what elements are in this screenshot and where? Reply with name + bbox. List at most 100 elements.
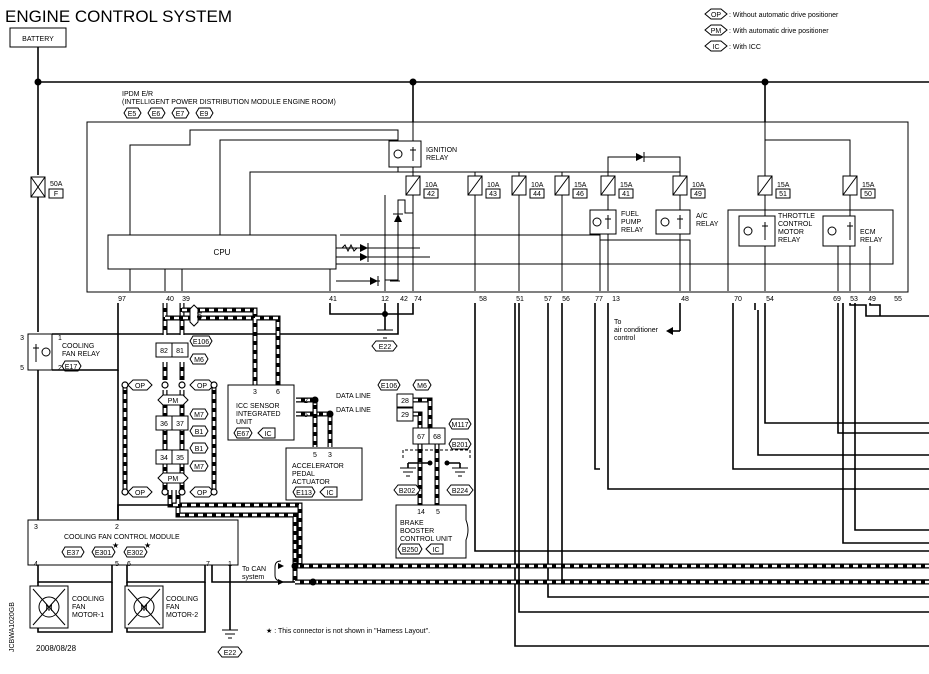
svg-text:COOLING FAN CONTROL MODULE: COOLING FAN CONTROL MODULE — [64, 534, 180, 541]
svg-text:28: 28 — [401, 398, 409, 405]
fuse-50a: 50A F — [30, 176, 64, 199]
svg-text:44: 44 — [533, 191, 541, 198]
svg-text:50: 50 — [864, 191, 872, 198]
svg-text:OP: OP — [197, 490, 207, 497]
svg-text:7: 7 — [206, 561, 210, 568]
splice — [34, 78, 42, 86]
svg-text:1: 1 — [228, 561, 232, 568]
svg-text:IGNITION: IGNITION — [426, 147, 457, 154]
svg-text:CONTROL UNIT: CONTROL UNIT — [400, 536, 453, 543]
diodes — [341, 152, 645, 286]
svg-text:BATTERY: BATTERY — [22, 36, 54, 43]
svg-text:PM: PM — [168, 476, 179, 483]
svg-text:IC: IC — [327, 490, 334, 497]
ground-icon: E22 — [217, 629, 243, 658]
arrow-icon — [278, 579, 284, 585]
svg-text:DATA LINE: DATA LINE — [336, 407, 371, 414]
svg-text:PM: PM — [711, 28, 722, 35]
ipdm-pin-12: 12 — [381, 296, 389, 303]
svg-text:10A: 10A — [692, 182, 705, 189]
svg-text:OP: OP — [135, 383, 145, 390]
svg-text:: With ICC: : With ICC — [729, 44, 761, 51]
side-code: JCBWA1020GB — [9, 602, 16, 652]
svg-text:E37: E37 — [67, 550, 80, 557]
ac-relay: A/C RELAY — [655, 209, 719, 235]
cooling-fan-motor-1: M COOLING FAN MOTOR-1 — [29, 565, 113, 633]
svg-text:6: 6 — [276, 389, 280, 396]
svg-text:5: 5 — [20, 365, 24, 372]
svg-text:COOLING: COOLING — [166, 596, 198, 603]
arrow-icon — [278, 563, 284, 569]
svg-text:35: 35 — [176, 455, 184, 462]
svg-text:MOTOR-1: MOTOR-1 — [72, 612, 104, 619]
battery: BATTERY — [9, 27, 67, 48]
svg-text:OP: OP — [135, 490, 145, 497]
svg-text:46: 46 — [576, 191, 584, 198]
motor-icon: M — [140, 603, 148, 613]
ecm-relay: ECM RELAY — [822, 215, 883, 247]
svg-text:1: 1 — [58, 335, 62, 342]
svg-text:E5: E5 — [128, 111, 137, 118]
svg-text:15A: 15A — [777, 182, 790, 189]
svg-text:10A: 10A — [531, 182, 544, 189]
svg-text:41: 41 — [622, 191, 630, 198]
svg-text:36: 36 — [160, 421, 168, 428]
date: 2008/08/28 — [36, 644, 77, 653]
ipdm-pin-54: 54 — [766, 296, 774, 303]
svg-text:6: 6 — [127, 561, 131, 568]
svg-text:42: 42 — [427, 191, 435, 198]
svg-text:system: system — [242, 574, 264, 581]
svg-text:A/C: A/C — [696, 213, 708, 220]
svg-text:B250: B250 — [402, 547, 418, 554]
svg-text:BOOSTER: BOOSTER — [400, 528, 434, 535]
svg-text:15A: 15A — [862, 182, 875, 189]
icc-sensor-integrated-unit: 3 6 ICC SENSOR INTEGRATED UNIT E67 IC — [227, 384, 295, 441]
svg-text:control: control — [614, 335, 635, 342]
cooling-fan-control-module: 3 2 COOLING FAN CONTROL MODULE ★ ★ E37 E… — [27, 519, 239, 568]
ipdm-pin-57: 57 — [544, 296, 552, 303]
ipdm-pin-70: 70 — [734, 296, 742, 303]
svg-text:10A: 10A — [487, 182, 500, 189]
svg-text:E22: E22 — [379, 344, 392, 351]
svg-text:ICC SENSOR: ICC SENSOR — [236, 403, 280, 410]
svg-text:67: 67 — [417, 434, 425, 441]
ground-icon: E22 — [371, 329, 398, 352]
svg-text:B1: B1 — [195, 429, 204, 436]
cooling-fan-motor-2: M COOLING FAN MOTOR-2 — [124, 565, 206, 633]
svg-text:UNIT: UNIT — [236, 419, 253, 426]
svg-text:RELAY: RELAY — [426, 155, 449, 162]
svg-text:E106: E106 — [381, 383, 397, 390]
can-note: To CAN system — [242, 560, 284, 585]
ipdm-pin-53: 53 — [850, 296, 858, 303]
svg-text:ECM: ECM — [860, 229, 876, 236]
ipdm-subtitle: (INTELLIGENT POWER DISTRIBUTION MODULE E… — [122, 99, 336, 106]
svg-text:FUEL: FUEL — [621, 211, 639, 218]
svg-text:BRAKE: BRAKE — [400, 520, 424, 527]
ground-icon: B202 — [393, 467, 421, 496]
svg-text:68: 68 — [433, 434, 441, 441]
ipdm-pin-39: 39 — [182, 296, 190, 303]
svg-text:RELAY: RELAY — [696, 221, 719, 228]
arrow-icon — [666, 327, 673, 335]
svg-text:81: 81 — [176, 348, 184, 355]
accelerator-pedal-actuator: 5 3 ACCELERATOR PEDAL ACTUATOR E113 IC — [285, 447, 363, 501]
option-tags: OP OP PM PM OP OP — [127, 379, 215, 498]
svg-text:air conditioner: air conditioner — [614, 327, 659, 334]
ignition-relay: IGNITION RELAY — [388, 140, 457, 168]
svg-text:: Without automatic drive posi: : Without automatic drive positioner — [729, 12, 839, 19]
svg-text:To CAN: To CAN — [242, 566, 266, 573]
svg-text:PUMP: PUMP — [621, 219, 642, 226]
svg-text:E67: E67 — [237, 431, 250, 438]
svg-text:RELAY: RELAY — [778, 237, 801, 244]
svg-text:E113: E113 — [296, 490, 312, 497]
svg-text:3: 3 — [328, 452, 332, 459]
legend-item-op: OP : Without automatic drive positioner — [704, 8, 839, 20]
footnote: ★ : This connector is not shown in "Harn… — [266, 627, 430, 635]
ipdm-pin-51: 51 — [516, 296, 524, 303]
svg-text:F: F — [54, 191, 58, 198]
svg-text:82: 82 — [160, 348, 168, 355]
